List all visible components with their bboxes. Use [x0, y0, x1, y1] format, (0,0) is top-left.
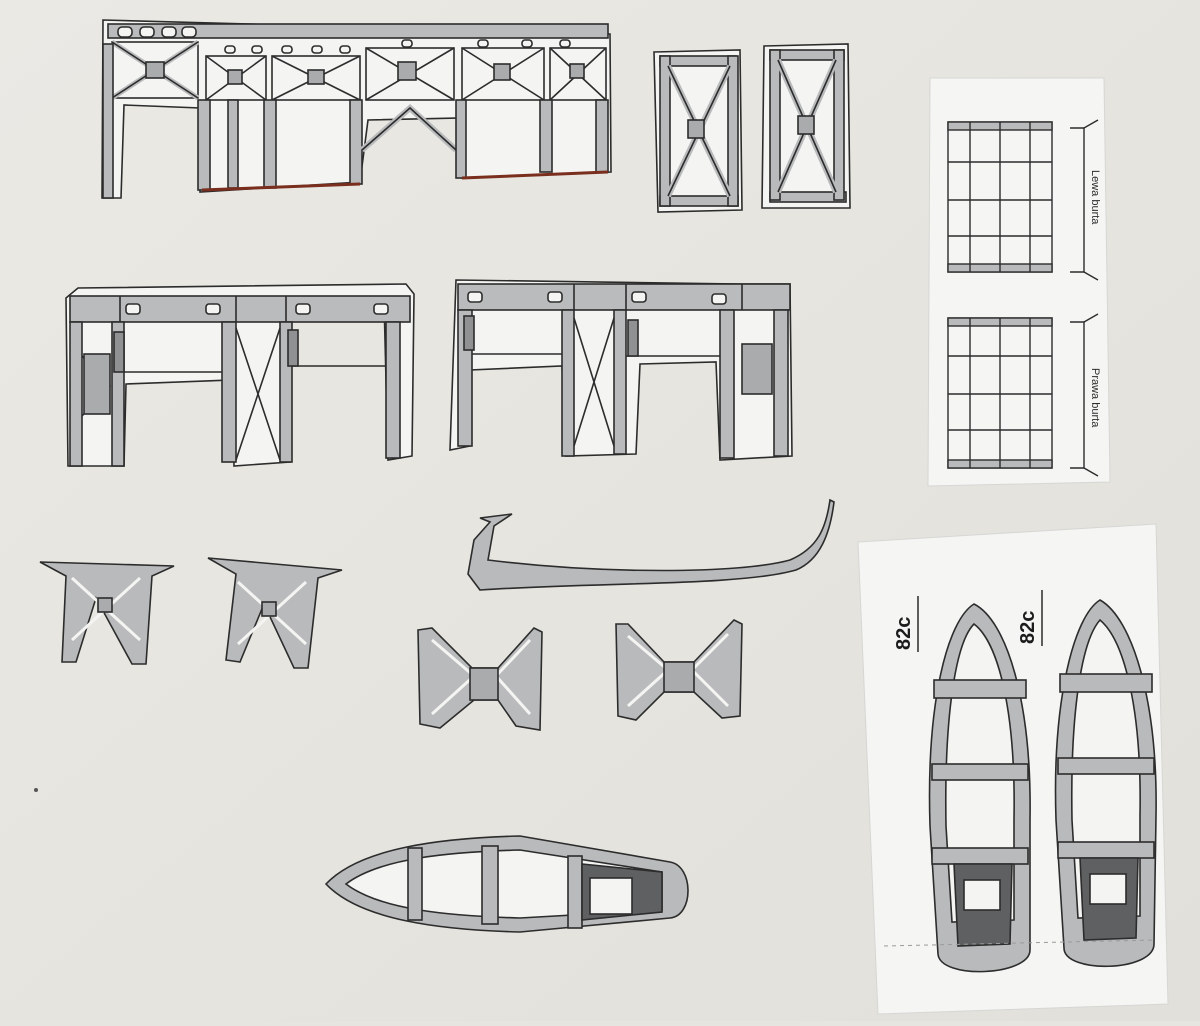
dust-speck	[34, 788, 38, 792]
small-truss-3	[417, 627, 543, 731]
printed-boat-left	[928, 603, 1031, 973]
upper-rail-grid	[947, 119, 1099, 281]
left-side-label: Lewa burta	[1089, 170, 1101, 225]
lower-rail-grid	[947, 313, 1099, 477]
small-truss-2	[207, 557, 343, 669]
small-truss-4	[615, 619, 743, 721]
frame-group-right	[449, 279, 793, 461]
printed-boat-right	[1054, 599, 1157, 968]
boat-print-sheet: 82c 82c	[857, 523, 1169, 1015]
small-truss-1	[39, 561, 175, 665]
curved-keel-piece	[467, 498, 835, 591]
right-side-label: Prawa burta	[1089, 368, 1101, 428]
single-panel-right	[761, 43, 851, 209]
rail-print-sheet: Lewa burta Prawa burta	[927, 77, 1111, 487]
frame-group-left	[65, 283, 415, 467]
long-gantry-frame	[101, 19, 612, 199]
boat-code-right: 82c	[1017, 611, 1039, 644]
loose-boat	[324, 835, 689, 933]
boat-code-left: 82c	[893, 617, 915, 650]
single-panel-left	[653, 49, 743, 213]
